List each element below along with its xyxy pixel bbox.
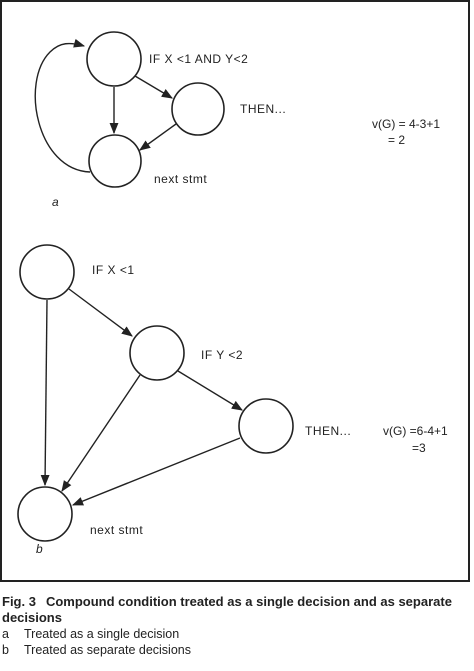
caption-text: Compound condition treated as a single d… [2,594,452,625]
label-b-then: THEN... [305,424,351,438]
figure-number: Fig. 3 [2,594,36,609]
edge-b-ify-next [61,374,141,492]
label-a-if: IF X <1 AND Y<2 [149,52,248,66]
caption-item-a: a Treated as a single decision [2,626,470,642]
edge-b-then-next [71,437,241,506]
panel-label-a: a [52,195,59,209]
caption-item-key: b [2,643,9,657]
diagram-b: IF X <1 IF Y <2 THEN... next stmt v(G) =… [17,244,448,556]
node-a-then [171,82,225,136]
edge-b-ifx-next [40,299,50,487]
equation-a-line2: = 2 [388,133,405,147]
node-a-if [86,31,142,87]
edge-a-then-next [139,123,177,151]
equation-b-line1: v(G) =6-4+1 [383,424,448,438]
equation-b-line2: =3 [412,441,426,455]
edge-a-loop-back [34,38,91,173]
label-a-then: THEN... [240,102,286,116]
node-a-next [88,134,142,188]
node-b-next [17,486,73,542]
flowgraph-figure: IF X <1 AND Y<2 THEN... next stmt v(G) =… [17,31,448,556]
figure-frame: IF X <1 AND Y<2 THEN... next stmt v(G) =… [0,0,470,582]
caption-item-text: Treated as separate decisions [24,643,191,657]
edge-b-ifx-ify [68,288,133,337]
caption-item-b: b Treated as separate decisions [2,642,470,658]
node-b-if-y [129,325,185,381]
label-b-if-y: IF Y <2 [201,348,243,362]
edge-b-ify-then [177,370,243,411]
label-b-next: next stmt [90,523,143,537]
node-b-if-x [19,244,75,300]
node-b-then [238,398,294,454]
label-b-if-x: IF X <1 [92,263,135,277]
caption-item-key: a [2,627,9,641]
diagram-a: IF X <1 AND Y<2 THEN... next stmt v(G) =… [34,31,440,209]
panel-label-b: b [36,542,43,556]
label-a-next: next stmt [154,172,207,186]
equation-a-line1: v(G) = 4-3+1 [372,117,440,131]
edge-a-if-then [134,75,173,99]
caption-item-text: Treated as a single decision [24,627,180,641]
